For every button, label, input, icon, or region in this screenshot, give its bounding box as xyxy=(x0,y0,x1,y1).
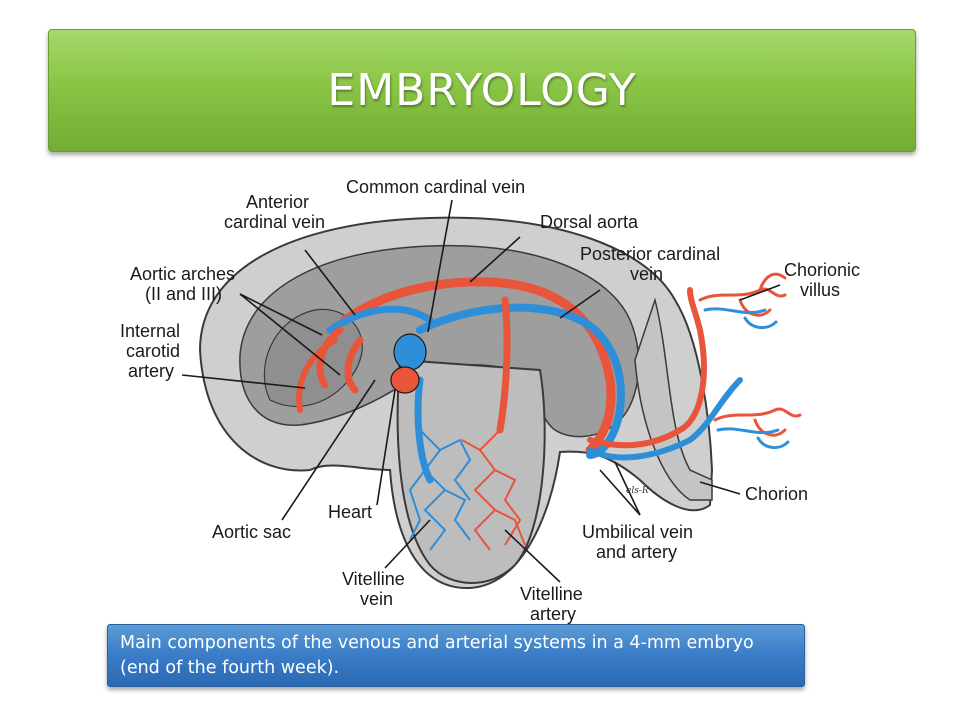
label-anterior-cardinal-vein: Anterior xyxy=(246,192,309,212)
label-chorionic-villus: Chorionic xyxy=(784,260,860,280)
label-vitelline-vein-line2: vein xyxy=(360,589,393,609)
label-common-cardinal-vein: Common cardinal vein xyxy=(346,177,525,197)
umbilical-artery-vessel xyxy=(587,287,707,449)
label-aortic-arches-line2: (II and III) xyxy=(145,284,222,304)
vessels xyxy=(296,277,743,484)
aortic-arches-vessel xyxy=(316,326,364,394)
heart-ventricle xyxy=(390,366,420,394)
chorion-wall xyxy=(634,297,713,501)
label-vitelline-artery: Vitelline xyxy=(520,584,583,604)
label-posterior-cardinal-vein: Posterior cardinal xyxy=(580,244,720,264)
label-anterior-cardinal-vein-line2: cardinal vein xyxy=(224,212,325,232)
label-umbilical-vein-artery-line2: and artery xyxy=(596,542,677,562)
label-posterior-cardinal-vein-line2: vein xyxy=(630,264,663,284)
slide-title: EMBRYOLOGY xyxy=(327,65,637,116)
label-internal-carotid-artery-line3: artery xyxy=(128,361,174,381)
label-internal-carotid-artery: Internal xyxy=(120,321,180,341)
caption-box: Main components of the venous and arteri… xyxy=(107,624,805,687)
label-internal-carotid-artery-line2: carotid xyxy=(126,341,180,361)
vitelline-vein-vessel xyxy=(414,376,434,484)
vitelline-artery-vessel xyxy=(496,296,511,434)
label-chorionic-villus-line2: villus xyxy=(800,280,840,300)
label-aortic-arches: Aortic arches xyxy=(130,264,235,284)
umbilical-vessels xyxy=(587,377,743,461)
dorsal-aorta-vessel xyxy=(340,277,616,455)
diagram-labels: Common cardinal vein Anterior cardinal v… xyxy=(120,177,860,624)
title-bar: EMBRYOLOGY xyxy=(48,29,916,152)
label-dorsal-aorta: Dorsal aorta xyxy=(540,212,639,232)
leader-lines xyxy=(181,199,781,583)
label-heart: Heart xyxy=(328,502,372,522)
artist-signature: els-R xyxy=(626,486,649,496)
chorionic-villi xyxy=(698,272,802,449)
label-aortic-sac: Aortic sac xyxy=(212,522,291,542)
heart-atrium xyxy=(393,333,427,371)
label-umbilical-vein-artery: Umbilical vein xyxy=(582,522,693,542)
anterior-cardinal-vessel xyxy=(326,305,434,334)
posterior-cardinal-vessel xyxy=(416,303,625,459)
label-chorion: Chorion xyxy=(745,484,808,504)
label-vitelline-artery-line2: artery xyxy=(530,604,576,624)
internal-carotid-vessel xyxy=(296,337,338,413)
heart xyxy=(390,333,427,394)
yolk-sac-outline xyxy=(396,358,546,584)
caption-text: Main components of the venous and arteri… xyxy=(120,633,754,678)
label-vitelline-vein: Vitelline xyxy=(342,569,405,589)
vitelline-plexus xyxy=(408,429,526,551)
